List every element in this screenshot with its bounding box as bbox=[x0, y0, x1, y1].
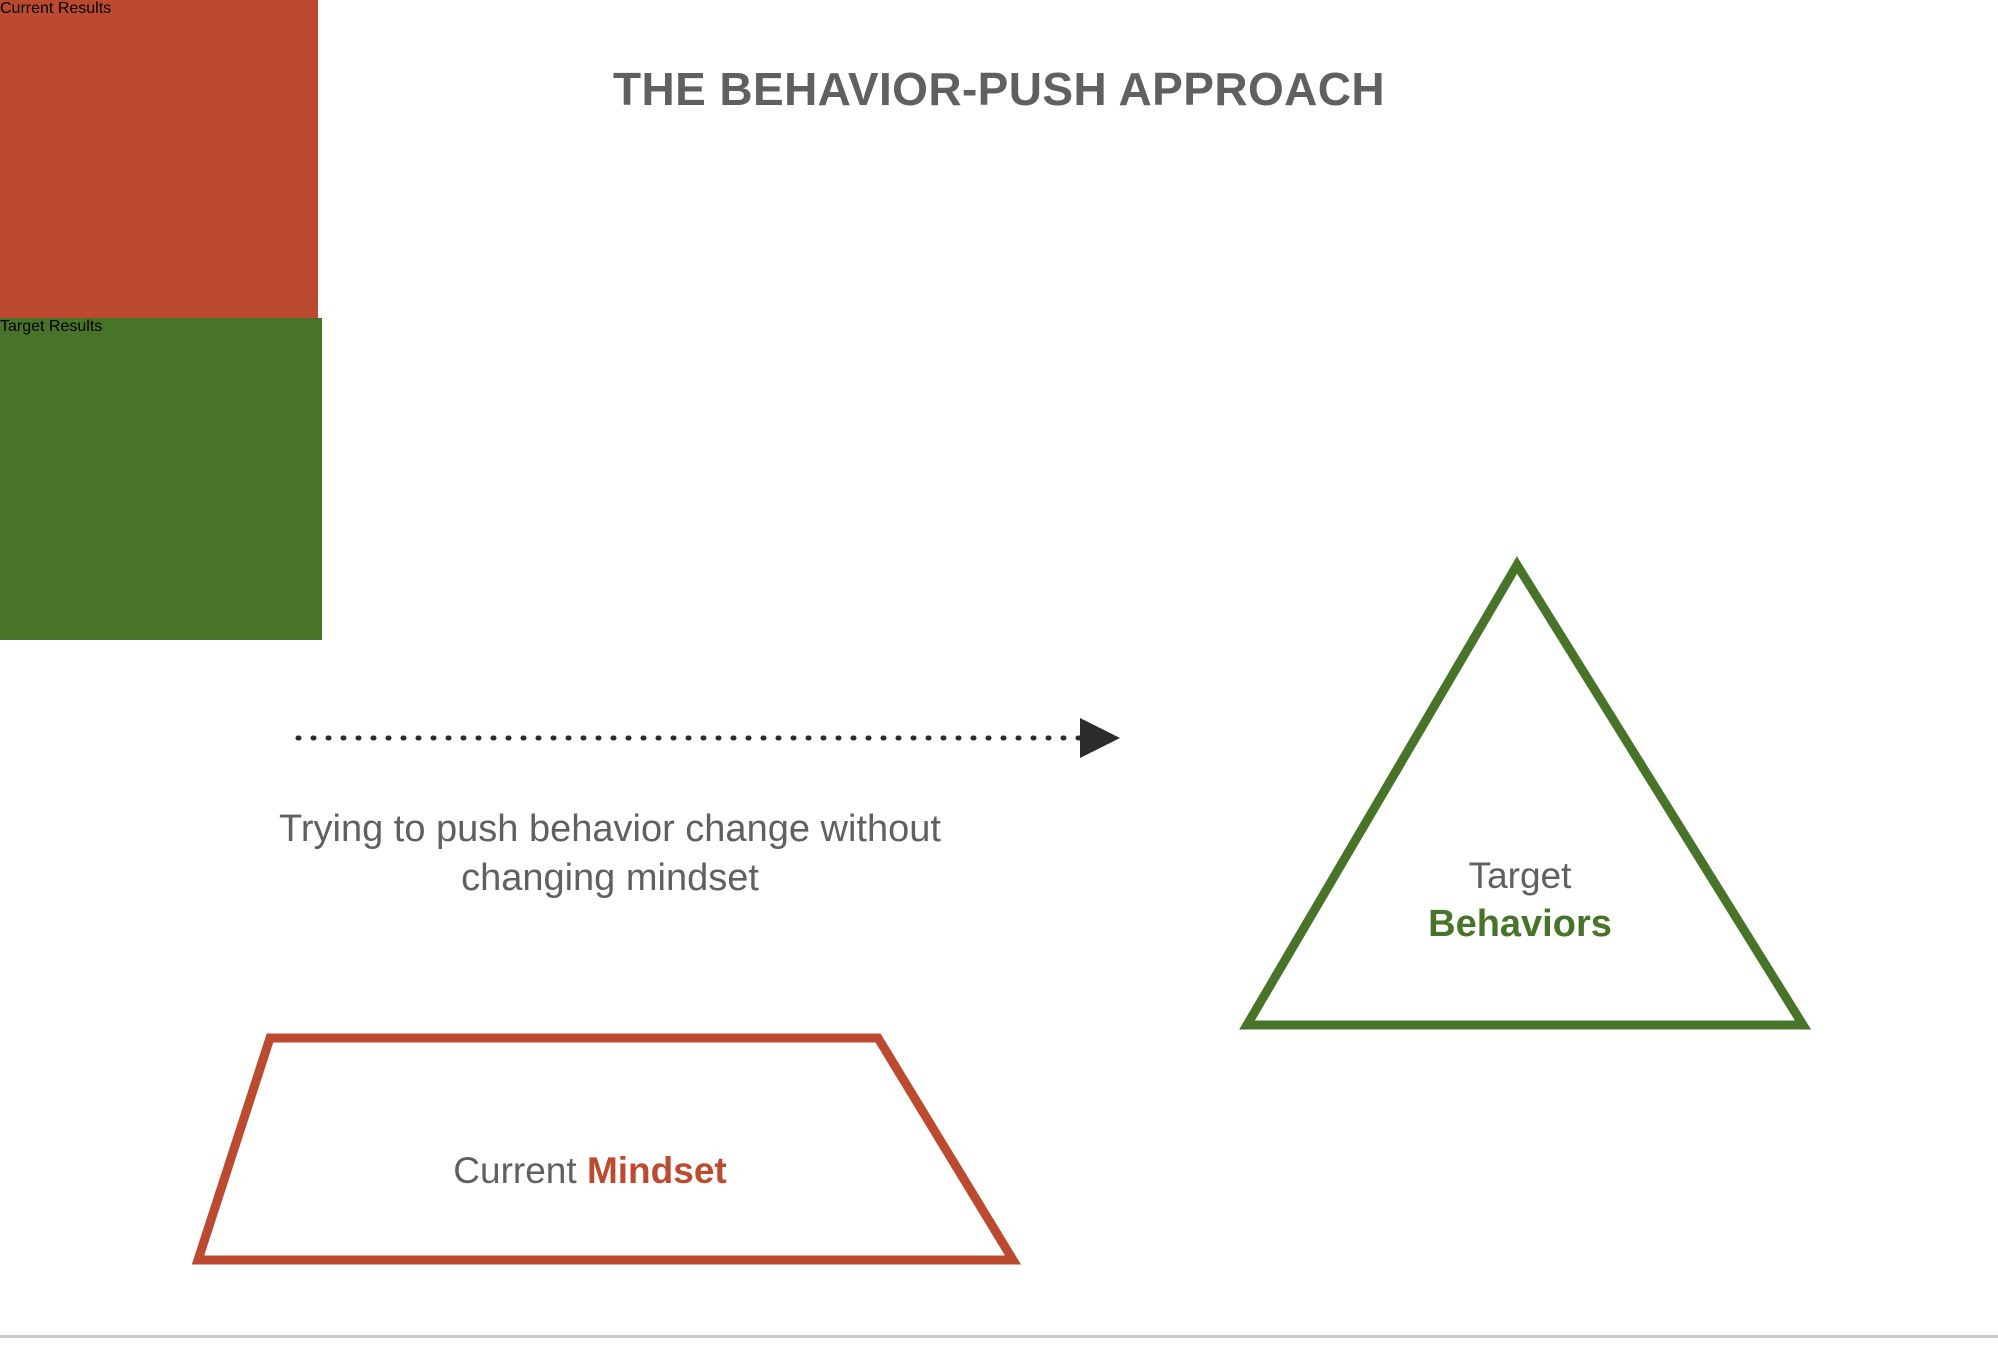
current-mindset-label-bottom: Mindset bbox=[586, 1150, 727, 1191]
page-title: THE BEHAVIOR-PUSH APPROACH bbox=[612, 63, 1385, 115]
current-results-line-1: Current bbox=[0, 0, 54, 17]
triangle-outline bbox=[1239, 556, 1812, 1030]
current-mindset-label-top: Current bbox=[453, 1150, 587, 1191]
bottom-divider bbox=[0, 1335, 1998, 1338]
target-results-line-2: Results bbox=[48, 318, 103, 335]
target-behaviors-triangle[interactable] bbox=[1225, 545, 1825, 1045]
trapezoid-outline bbox=[191, 1033, 1022, 1265]
push-arrow-icon bbox=[295, 718, 1120, 758]
push-caption-line-2: changing mindset bbox=[461, 857, 759, 900]
target-behaviors-label-top: Target bbox=[1468, 855, 1572, 896]
current-mindset-trapezoid[interactable] bbox=[170, 1030, 1050, 1270]
target-behaviors-label-bottom: Behaviors bbox=[1428, 903, 1612, 946]
push-arrow-head bbox=[1080, 718, 1120, 758]
current-results-circle[interactable]: Current Results bbox=[0, 0, 318, 318]
target-results-line-1: Target bbox=[0, 318, 45, 335]
push-caption: Trying to push behavior change without c… bbox=[200, 805, 1020, 904]
push-caption-line-1: Trying to push behavior change without bbox=[279, 808, 941, 850]
target-results-circle[interactable]: Target Results bbox=[0, 318, 322, 640]
target-behaviors-label: Target Behaviors bbox=[1330, 852, 1710, 949]
current-mindset-label: Current Mindset bbox=[360, 1150, 820, 1192]
current-results-line-2: Results bbox=[57, 0, 112, 17]
